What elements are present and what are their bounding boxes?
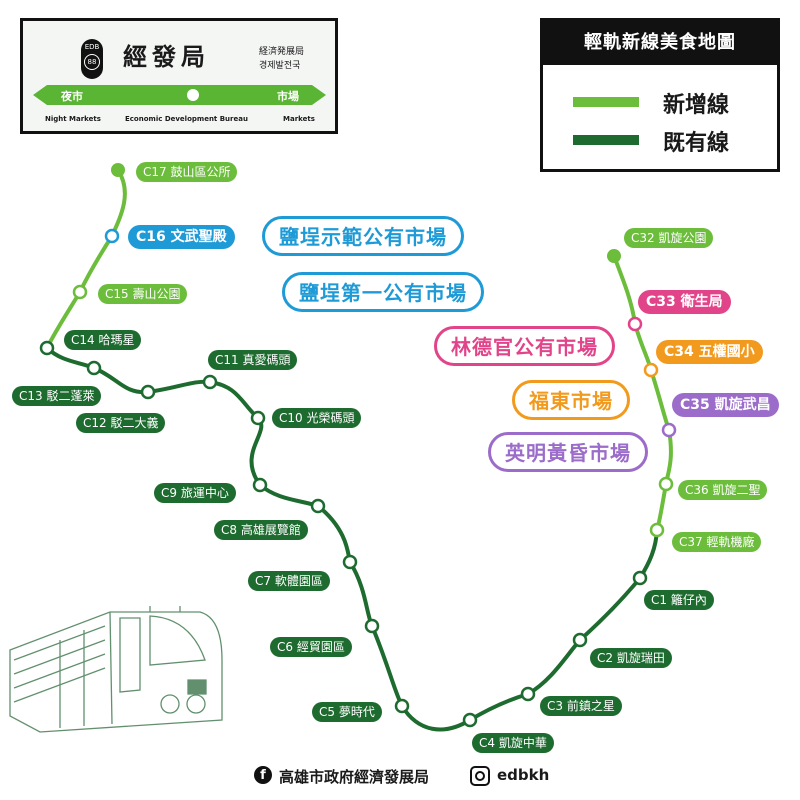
sign-en-right: Markets (283, 115, 315, 123)
station-label-c2: C2 凱旋瑞田 (590, 648, 672, 668)
line-code: EDB (84, 43, 100, 51)
station-label-c6: C6 經貿園區 (270, 637, 352, 657)
instagram-icon[interactable] (470, 766, 490, 786)
station-label-c3: C3 前鎮之星 (540, 696, 622, 716)
market-callout: 鹽埕第一公有市場 (282, 272, 484, 312)
station-label-c12: C12 駁二大義 (76, 413, 166, 433)
station-label-c15: C15 壽山公園 (98, 284, 188, 304)
legend-box: 輕軌新線美食地圖 新增線 既有線 (540, 18, 780, 172)
sign-en-center: Economic Development Bureau (125, 115, 248, 123)
instagram-handle[interactable]: edbkh (497, 766, 550, 784)
station-dot-c2 (572, 632, 588, 648)
station-dot-c9 (252, 477, 268, 493)
facebook-icon[interactable]: f (254, 766, 272, 784)
station-label-c1: C1 籬仔內 (644, 590, 714, 610)
station-label-c37: C37 輕軌機廠 (672, 532, 762, 552)
station-dot-c37 (649, 522, 665, 538)
station-label-c4: C4 凱旋中華 (472, 733, 554, 753)
market-callout: 鹽埕示範公有市場 (262, 216, 464, 256)
station-dot-c11 (202, 374, 218, 390)
station-label-c11: C11 真愛碼頭 (208, 350, 298, 370)
station-dot-c8 (310, 498, 326, 514)
sign-right-label: 市場 (277, 90, 299, 103)
station-sign: EDB 88 經發局 経済発展局 경제발전국 夜市 市場 Night Marke… (20, 18, 338, 134)
station-dot-c14 (39, 340, 55, 356)
station-dot-c13 (86, 360, 102, 376)
station-dot-c4 (462, 712, 478, 728)
station-label-c5: C5 夢時代 (312, 702, 382, 722)
station-dot-c35 (661, 422, 677, 438)
existing-line-label: 既有線 (663, 131, 730, 156)
station-dot-c34 (643, 362, 659, 378)
station-label-c33: C33 衛生局 (638, 290, 731, 314)
sign-title: 經發局 (123, 43, 210, 71)
station-label-c8: C8 高雄展覽館 (214, 520, 308, 540)
station-label-c16: C16 文武聖殿 (128, 225, 235, 249)
station-dot-c17 (111, 163, 125, 177)
station-dot-c12 (140, 384, 156, 400)
station-dot-c16 (104, 228, 120, 244)
sign-en-left: Night Markets (45, 115, 101, 123)
station-label-c7: C7 軟體園區 (248, 571, 330, 591)
station-dot-c32 (607, 249, 621, 263)
sign-left-label: 夜市 (61, 90, 83, 103)
station-label-c32: C32 凱旋公園 (624, 228, 714, 248)
sign-subtitle-ja: 経済発展局 (259, 47, 305, 57)
station-dots (39, 163, 677, 728)
new-line-label: 新增線 (663, 93, 730, 118)
station-dot-c36 (658, 476, 674, 492)
sign-subtitle-ko: 경제발전국 (259, 61, 301, 71)
station-code-badge: EDB 88 (81, 39, 103, 79)
station-label-c36: C36 凱旋二聖 (678, 480, 768, 500)
station-dot-c10 (250, 410, 266, 426)
station-dot-c33 (627, 316, 643, 332)
station-label-c13: C13 駁二蓬萊 (12, 386, 102, 406)
facebook-page-name[interactable]: 高雄市政府經濟發展局 (279, 768, 430, 786)
footer: f 高雄市政府經濟發展局 edbkh (0, 764, 800, 788)
station-label-c35: C35 凱旋武昌 (672, 393, 779, 417)
station-number: 88 (84, 54, 100, 70)
station-dot-c5 (394, 698, 410, 714)
tram-illustration-icon (9, 606, 223, 733)
direction-arrow-bar (33, 85, 326, 105)
station-dot-c3 (520, 686, 536, 702)
station-label-c14: C14 哈瑪星 (64, 330, 142, 350)
market-callout: 英明黃昏市場 (488, 432, 648, 472)
station-dot-c7 (342, 554, 358, 570)
market-callout: 林德官公有市場 (434, 326, 615, 366)
station-label-c9: C9 旅運中心 (154, 483, 236, 503)
market-callout: 福東市場 (512, 380, 630, 420)
station-dot-c15 (72, 284, 88, 300)
existing-line-swatch (573, 135, 639, 145)
station-label-c10: C10 光榮碼頭 (272, 408, 362, 428)
station-dot-c1 (632, 570, 648, 586)
legend-title: 輕軌新線美食地圖 (543, 21, 777, 65)
station-label-c17: C17 鼓山區公所 (136, 162, 238, 182)
new-line-route-west (45, 168, 127, 350)
station-label-c34: C34 五權國小 (656, 340, 763, 364)
new-line-swatch (573, 97, 639, 107)
station-dot-c6 (364, 618, 380, 634)
